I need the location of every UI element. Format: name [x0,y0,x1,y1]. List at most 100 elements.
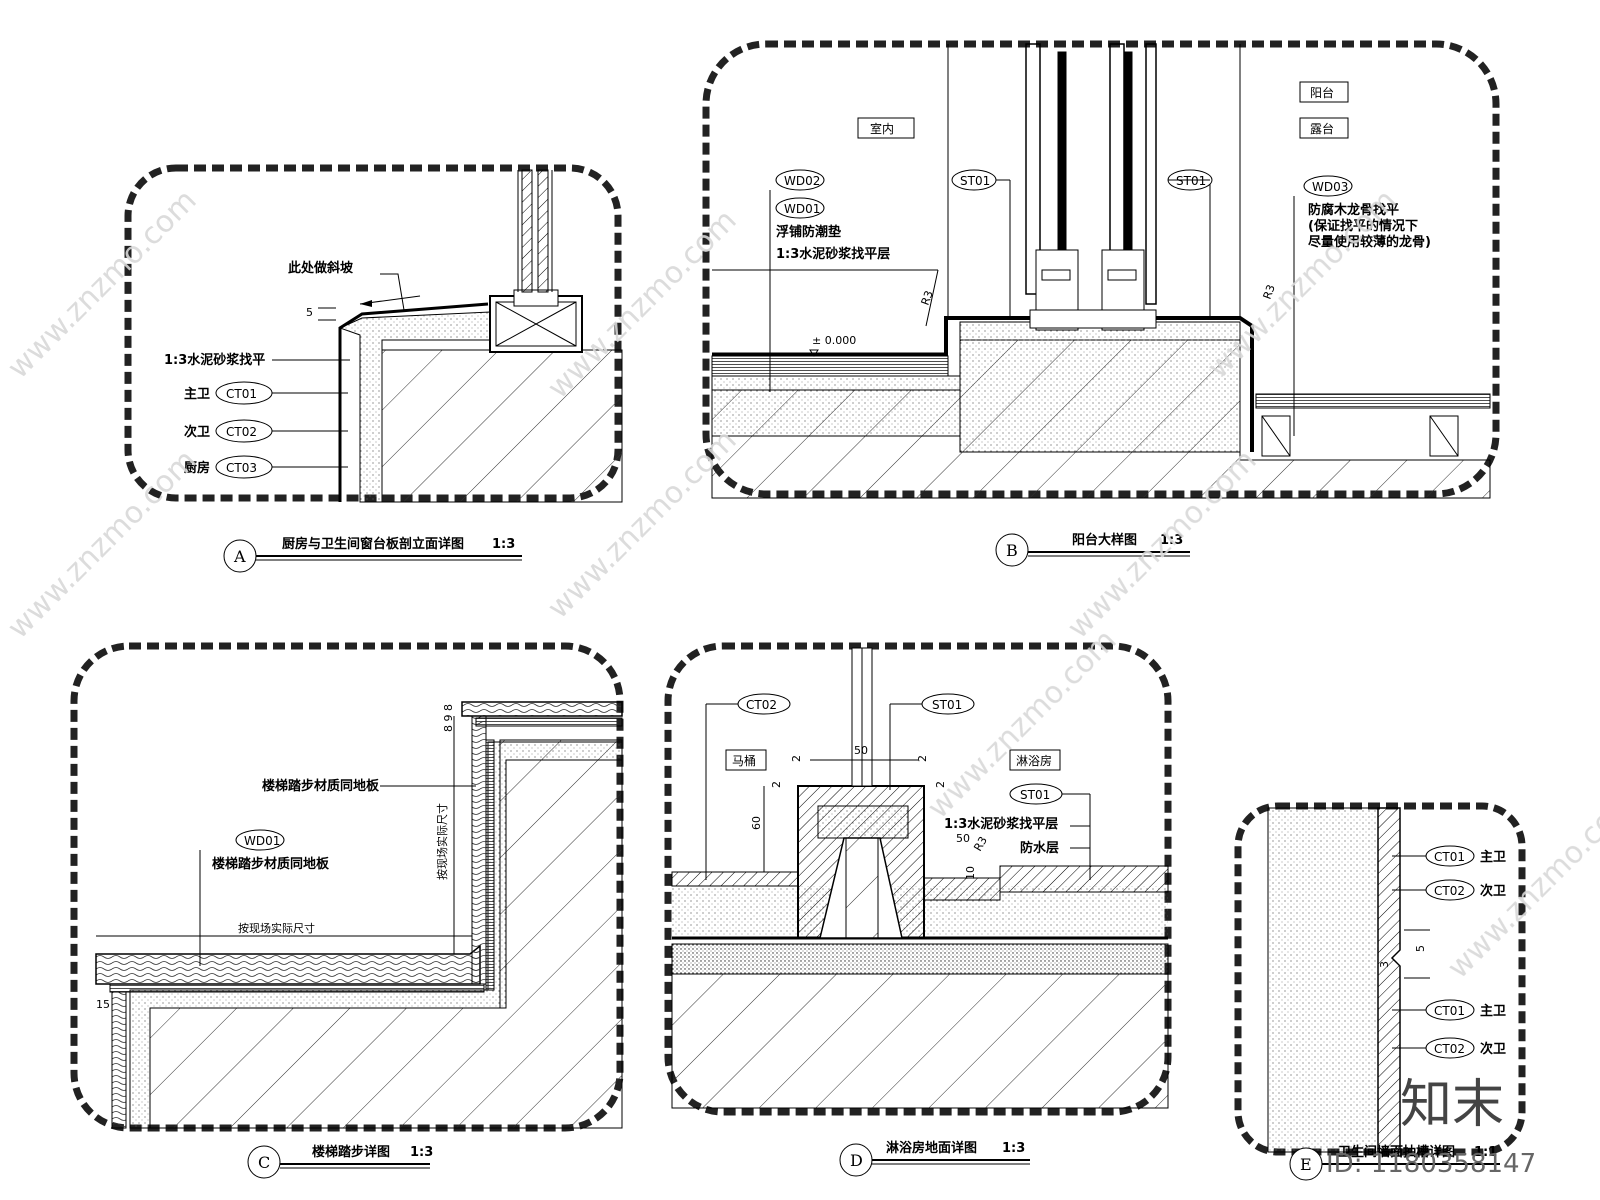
b-stone-edge [944,316,1254,452]
svg-text:CT01: CT01 [1434,1004,1465,1018]
c-dims-top: 8 9 8 [442,704,455,732]
logo-mark: 知末 [1400,1075,1504,1135]
svg-text:www.znzmo.com: www.znzmo.com [1201,183,1404,386]
b-room-balcony: 阳台 [1310,85,1334,100]
a-glass [521,169,533,293]
d-dense-layer [671,943,1169,975]
c-dim-15: 15 [96,998,110,1011]
svg-text:1:3: 1:3 [1002,1141,1025,1156]
c-note-tread: 楼梯踏步材质同地板 [212,856,330,872]
svg-text:CT02: CT02 [1434,884,1465,898]
svg-text:尽量使用较薄的龙骨): 尽量使用较薄的龙骨) [1308,234,1431,250]
svg-text:WD01: WD01 [784,202,820,216]
c-dim-site-v: 按现场实际尺寸 [435,803,449,880]
b-note-mortar: 1:3水泥砂浆找平层 [776,246,890,262]
c-letter-circle [247,1145,281,1179]
svg-text:主卫: 主卫 [1480,849,1506,865]
svg-text:ST01: ST01 [1020,788,1050,802]
panel-b: 室内 阳台 露台 WD02 WD01 浮铺防潮垫 1:3水泥砂浆找平层 ST01… [711,43,1491,567]
panel-d: CT02 ST01 马桶 淋浴房 ST01 1:3水泥砂浆找平层 防水层 50 … [671,647,1169,1177]
b-title: 阳台大样图 [1072,532,1137,548]
e-title: 卫生间墙面抽槽详图 [1338,1144,1455,1160]
panel-a: 此处做斜坡 5 1:3水泥砂浆找平 主卫 CT01 次卫 CT02 厨房 CT0… [164,169,623,573]
svg-text:50: 50 [956,832,970,845]
c-riser [471,715,487,985]
svg-text:WD03: WD03 [1312,180,1348,194]
c-dim-site: 按现场实际尺寸 [238,921,315,935]
svg-text:www.znzmo.com: www.znzmo.com [1,443,204,646]
b-screed-left [711,375,961,437]
svg-text:2: 2 [790,755,803,762]
svg-text:次卫: 次卫 [1480,1041,1506,1057]
svg-text:B: B [1006,541,1018,560]
svg-text:CT01: CT01 [1434,850,1465,864]
c-note-riser: 楼梯踏步材质同地板 [262,778,380,794]
svg-text:次卫: 次卫 [184,424,210,440]
svg-text:CT02: CT02 [1434,1042,1465,1056]
svg-text:2: 2 [770,781,783,788]
svg-text:ST01: ST01 [960,174,990,188]
svg-text:R3: R3 [919,289,936,307]
a-layer-label: 1:3水泥砂浆找平 [164,352,265,368]
c-upper-tread [461,701,623,717]
a-mortar-layer [338,311,491,503]
d-note-mortar: 1:3水泥砂浆找平层 [944,816,1058,832]
a-slope-note: 此处做斜坡 [288,260,354,276]
a-title: 厨房与卫生间窗台板剖立面详图 [282,536,464,552]
d-tile-right [999,865,1169,893]
svg-text:厨房: 厨房 [184,460,210,476]
svg-text:CT01: CT01 [226,387,257,401]
svg-text:D: D [850,1151,863,1170]
panel-e: CT01 主卫 CT02 次卫 CT01 主卫 CT02 次卫 5 3 E 卫生… [1267,807,1506,1181]
panel-c: 楼梯踏步材质同地板 WD01 楼梯踏步材质同地板 按现场实际尺寸 按现场实际尺寸… [95,701,623,1179]
d-concrete [671,973,1169,1109]
c-tread [95,944,481,985]
frame-e [1234,802,1526,1156]
svg-text:1:3: 1:3 [410,1145,433,1160]
a-dim-5: 5 [306,306,313,319]
e-tile [1377,807,1401,1153]
image-id: ID: 1180358147 [1326,1149,1536,1179]
e-code-rows: CT01 主卫 CT02 次卫 CT01 主卫 CT02 次卫 [1392,845,1506,1059]
b-level: ± 0.000 [812,334,856,347]
svg-text:ST01: ST01 [932,698,962,712]
svg-text:2: 2 [934,781,947,788]
d-note-water: 防水层 [1020,840,1059,856]
svg-text:R3: R3 [971,834,990,853]
d-title: 淋浴房地面详图 [886,1140,977,1156]
b-note-wd03: 防腐木龙骨找平 [1308,202,1399,218]
b-room-in: 室内 [870,121,894,136]
svg-text:WD02: WD02 [784,174,820,188]
svg-text:次卫: 次卫 [1480,883,1506,899]
d-room-shower: 淋浴房 [1016,753,1052,768]
svg-text:60: 60 [750,816,763,830]
c-concrete [149,739,623,1129]
svg-text:1:3: 1:3 [492,537,515,552]
b-letter-circle [995,533,1029,567]
svg-text:主卫: 主卫 [1480,1003,1506,1019]
svg-text:主卫: 主卫 [184,386,210,402]
svg-text:R3: R3 [1261,283,1278,301]
d-tile-left [671,871,799,887]
svg-text:(保证找平的情况下: (保证找平的情况下 [1308,218,1418,234]
c-title: 楼梯踏步详图 [312,1144,390,1160]
svg-text:CT03: CT03 [226,461,257,475]
svg-text:5: 5 [1414,945,1427,952]
b-room-terrace: 露台 [1310,121,1334,136]
svg-text:1:1: 1:1 [1474,1145,1497,1160]
b-note-pad: 浮铺防潮垫 [776,224,841,240]
b-door-frame [1025,43,1157,331]
svg-text:ST01: ST01 [1176,174,1206,188]
svg-text:10: 10 [964,866,977,880]
svg-text:C: C [258,1153,270,1172]
e-wall [1267,807,1379,1153]
svg-text:CT02: CT02 [226,425,257,439]
d-room-toilet: 马桶 [732,753,756,768]
svg-text:2: 2 [916,755,929,762]
a-tile-edge [338,302,489,502]
b-threshold-mortar [959,321,1241,453]
svg-text:50: 50 [854,744,868,757]
svg-text:CT02: CT02 [746,698,777,712]
svg-text:1:3: 1:3 [1160,533,1183,548]
